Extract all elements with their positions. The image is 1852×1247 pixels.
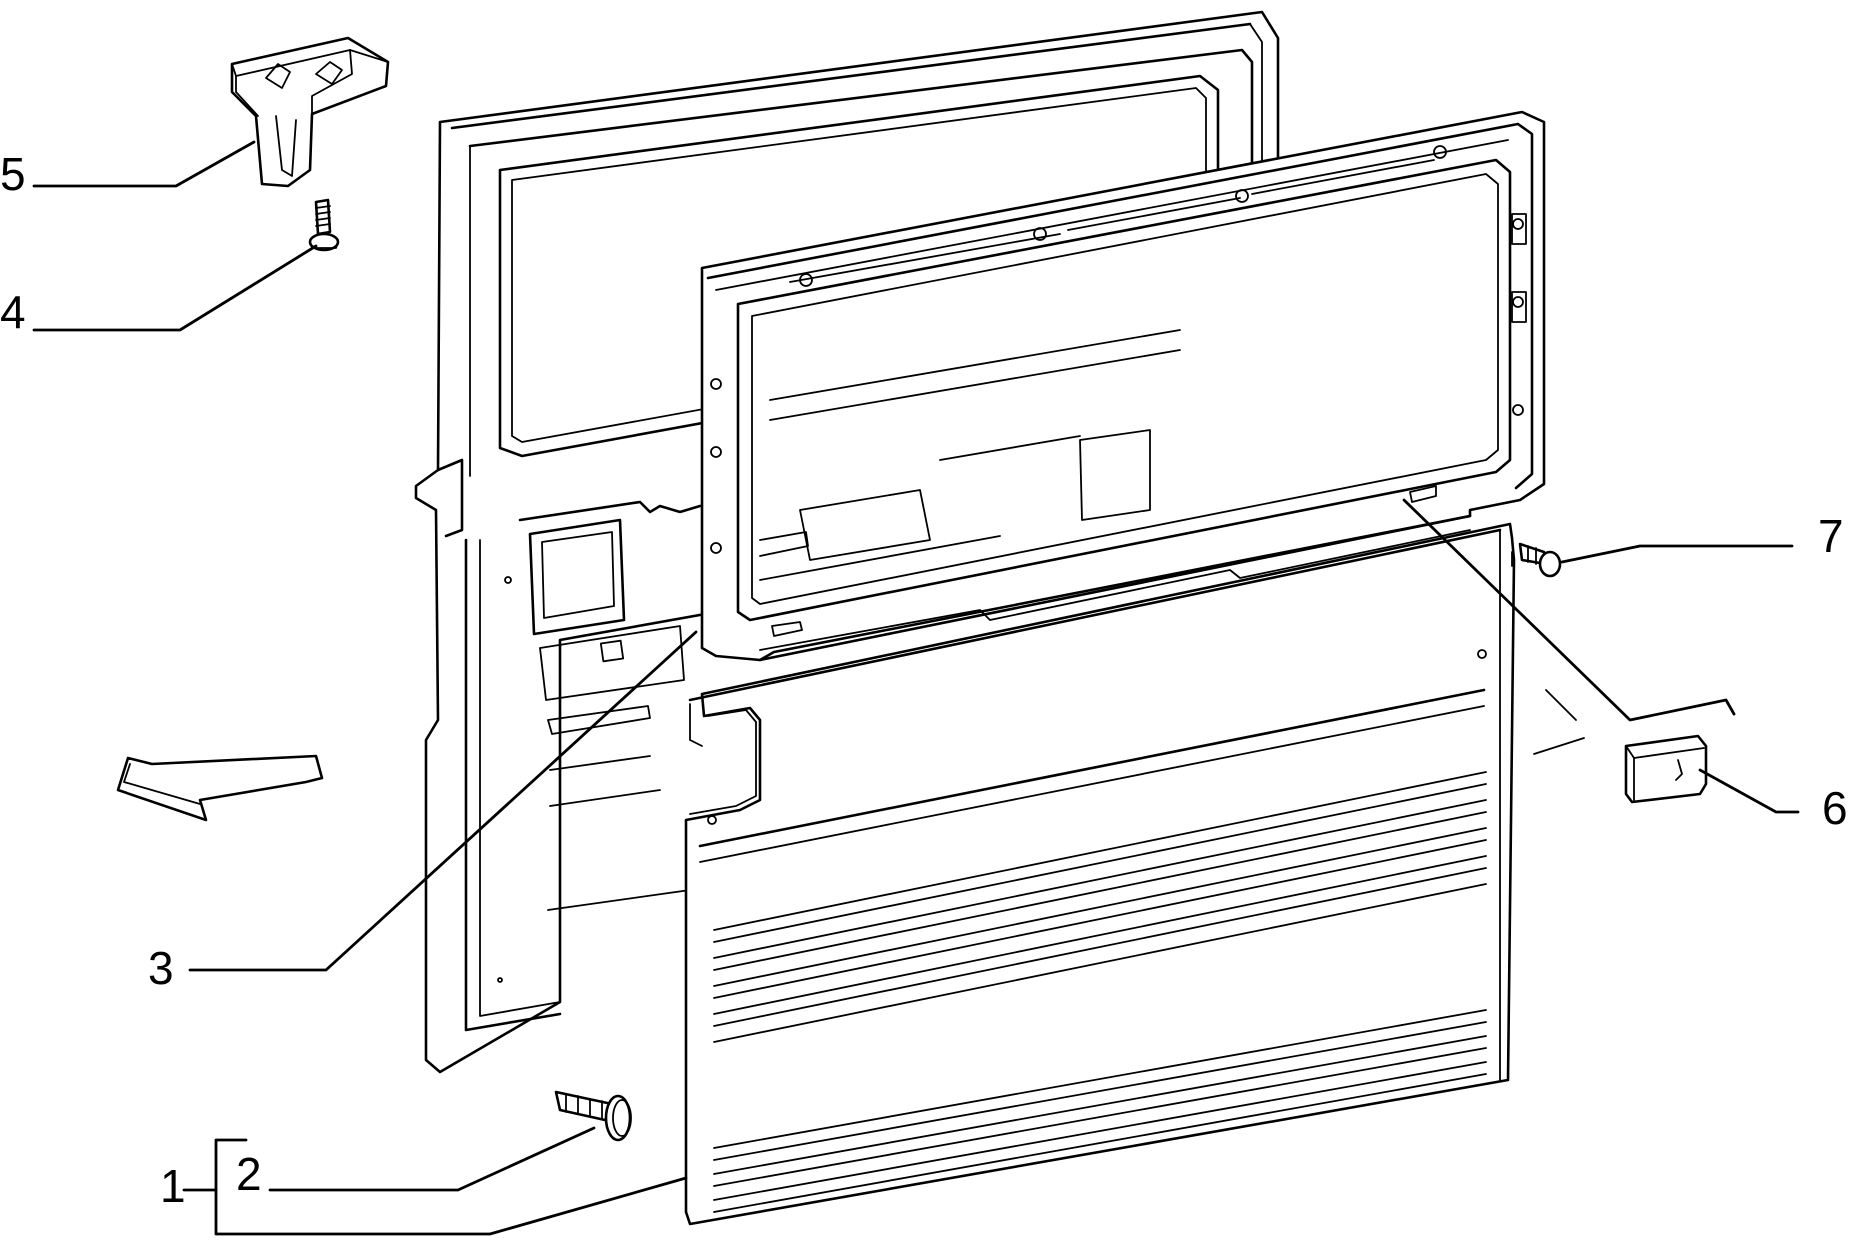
callout-labels: 1 2 3 4 5 6 7 [0, 148, 1848, 1212]
front-direction-arrow-icon [116, 754, 324, 822]
bracket-icon [230, 36, 390, 188]
upper-trim-frame-icon [700, 110, 1546, 662]
callout-label-4: 4 [0, 286, 26, 338]
callout-label-7: 7 [1818, 510, 1844, 562]
callout-label-1: 1 [160, 1160, 186, 1212]
leader-lines [32, 140, 1800, 1236]
rivet-icon [1518, 542, 1562, 578]
callout-label-6: 6 [1822, 782, 1848, 834]
push-clip-icon [554, 1090, 632, 1142]
screw-icon [308, 198, 340, 252]
callout-label-3: 3 [148, 942, 174, 994]
cap-icon [1624, 734, 1708, 804]
door-trim-panel-icon [684, 522, 1516, 1226]
callout-label-5: 5 [0, 148, 26, 200]
callout-label-2: 2 [236, 1148, 262, 1200]
